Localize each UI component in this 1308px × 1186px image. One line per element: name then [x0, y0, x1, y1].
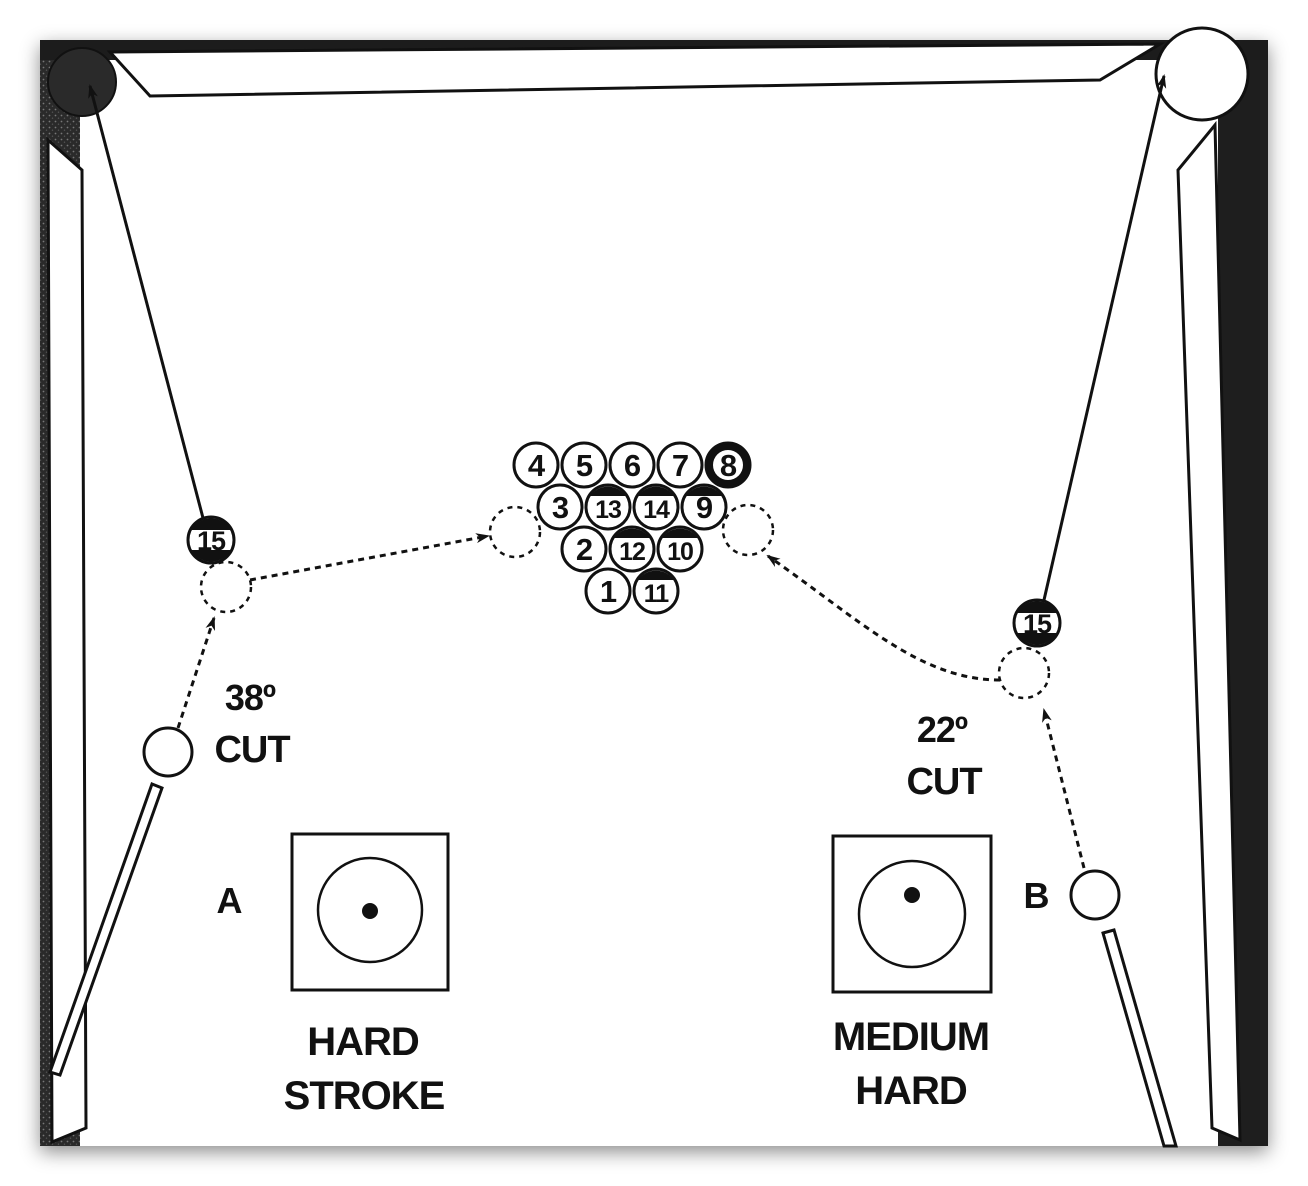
rack-ball-9: 9 [680, 483, 728, 531]
object-ball-a: 15 [186, 515, 236, 565]
table-rails [40, 26, 1268, 1146]
rack-ball-3: 3 [536, 483, 584, 531]
shot-b-paths [766, 74, 1167, 869]
rack-ball-12: 12 [608, 525, 656, 573]
cut-angle-b: 22º [917, 709, 968, 750]
object-ball-a-number: 15 [197, 526, 226, 556]
cue-ball-a-deflection [249, 533, 490, 582]
object-ball-a-path [88, 84, 205, 519]
cue-tip-diagram-b [831, 834, 993, 994]
pocket-top-left [47, 47, 117, 117]
rack-ball-10: 10 [656, 525, 704, 573]
cue-ball-b [1069, 869, 1121, 921]
ghost-ball-b-rack [721, 503, 775, 557]
stroke-label-b-line2: HARD [855, 1069, 967, 1113]
rack-ball-number: 4 [528, 448, 546, 483]
stroke-label-b-line1: MEDIUM [833, 1015, 989, 1059]
rack-ball-7: 7 [656, 441, 704, 489]
cue-ball-a [142, 726, 194, 778]
cue-ball-a-approach [176, 616, 216, 729]
rack-ball-number: 10 [667, 538, 693, 566]
rack-ball-number: 9 [696, 490, 713, 525]
cue-tip-contact-b [904, 887, 920, 903]
cut-angle-a: 38º [225, 677, 276, 718]
rack-ball-number: 12 [619, 538, 645, 566]
cue-ball-b-approach [1042, 708, 1086, 869]
rack-ball-14: 14 [632, 483, 680, 531]
rack-ball-number: 2 [576, 532, 592, 567]
ghost-ball-a-rack [488, 505, 542, 559]
rack-ball-number: 7 [672, 448, 688, 483]
object-ball-b-number: 15 [1023, 609, 1052, 639]
cue-tip-contact-a [362, 903, 378, 919]
rack-ball-5: 5 [560, 441, 608, 489]
object-ball-b: 15 [1012, 598, 1062, 648]
pocket-top-right [1154, 26, 1250, 122]
rack-ball-number: 14 [643, 496, 670, 524]
cue-tip-diagram-a [290, 832, 450, 992]
stroke-label-a-line2: STROKE [284, 1074, 445, 1118]
rack-ball-6: 6 [608, 441, 656, 489]
rack-ball-number: 13 [595, 496, 621, 524]
rack-ball-8: 8 [704, 441, 752, 489]
position-label-b: B [1024, 875, 1049, 916]
rack-ball-number: 11 [644, 580, 670, 608]
ghost-ball-a-contact [199, 560, 253, 614]
rack-ball-13: 13 [584, 483, 632, 531]
cue-ball-b-deflection [766, 554, 1001, 682]
rack-ball-number: 6 [624, 448, 641, 483]
rack-ball-11: 11 [632, 567, 680, 615]
shot-a-paths [88, 84, 490, 729]
cue-stick-a [48, 782, 164, 1077]
object-ball-b-path [1042, 74, 1167, 601]
rack-ball-number: 1 [600, 574, 617, 609]
rack-ball-1: 1 [584, 567, 632, 615]
position-label-a: A [217, 880, 243, 921]
rack-ball-number: 3 [552, 490, 569, 525]
rack-ball-2: 2 [560, 525, 608, 573]
ghost-ball-b-contact [997, 646, 1051, 700]
rack-ball-4: 4 [512, 441, 560, 489]
stroke-label-a-line1: HARD [307, 1020, 419, 1064]
rack-ball-number: 8 [720, 448, 737, 483]
cut-word-a: CUT [214, 729, 290, 771]
rack-ball-number: 5 [576, 448, 593, 483]
cut-word-b: CUT [906, 761, 982, 803]
cue-stick-b [1101, 928, 1178, 1148]
